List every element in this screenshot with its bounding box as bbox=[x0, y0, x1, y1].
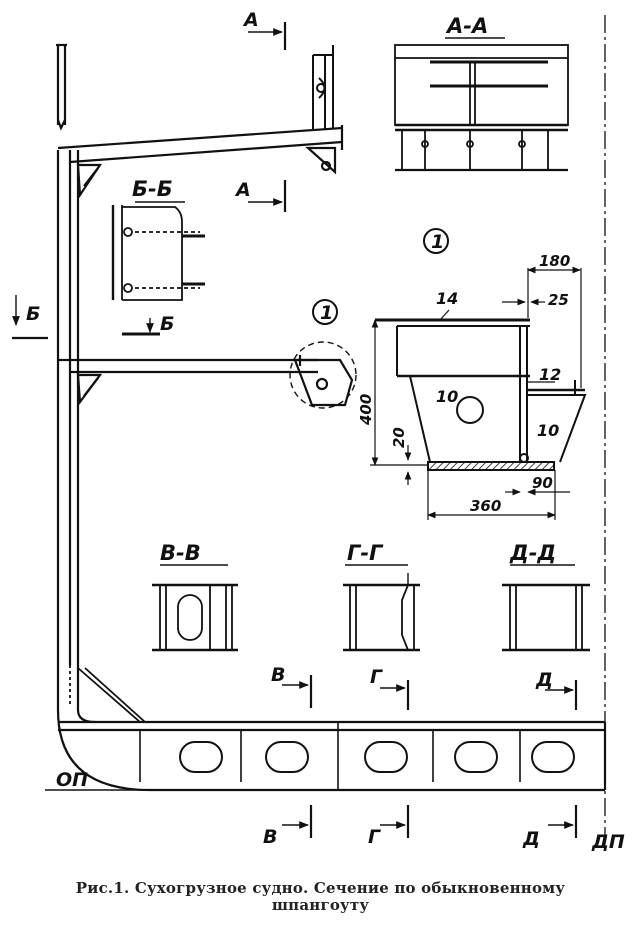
detail-1-drawing bbox=[375, 318, 587, 471]
baseline-label: ОП bbox=[56, 769, 88, 791]
dim-height: 400 bbox=[357, 394, 375, 426]
cut-mark-v-top: В bbox=[271, 664, 285, 686]
section-title-underlines bbox=[135, 37, 575, 566]
section-label-v-v: В-В bbox=[160, 541, 201, 565]
section-d-d-drawing bbox=[502, 583, 590, 652]
thickness-top-plate: 14 bbox=[436, 289, 458, 308]
caption-line-1: Рис.1. Сухогрузное судно. Сечение по обы… bbox=[75, 879, 566, 897]
figure-caption: Рис.1. Сухогрузное судно. Сечение по обы… bbox=[20, 880, 621, 914]
thickness-flange: 12 bbox=[539, 365, 561, 384]
section-label-b-b: Б-Б bbox=[132, 177, 173, 201]
lightening-holes bbox=[179, 741, 575, 773]
cut-mark-a-lower: А bbox=[234, 179, 251, 201]
cut-mark-a-top: А bbox=[242, 9, 259, 31]
detail-marker-circle bbox=[312, 299, 338, 325]
dim-gap: 20 bbox=[390, 427, 408, 448]
cut-mark-g-bottom: Г bbox=[368, 826, 381, 848]
bilge-bracket bbox=[69, 665, 146, 723]
cut-mark-b-left: Б bbox=[26, 303, 40, 325]
section-b-b-drawing bbox=[111, 205, 205, 336]
section-label-a-a: А-А bbox=[445, 14, 488, 38]
double-bottom bbox=[45, 720, 607, 792]
cut-mark-g-top: Г bbox=[370, 666, 383, 688]
cut-mark-b-small: Б bbox=[160, 313, 174, 335]
lower-deck-beam bbox=[58, 341, 357, 409]
caption-line-2: шпангоуту bbox=[271, 896, 370, 914]
side-frame bbox=[56, 43, 151, 792]
upper-deck-beam bbox=[57, 125, 344, 199]
centerline-label: ДП bbox=[591, 831, 625, 853]
detail-marker-label: 1 bbox=[320, 302, 333, 324]
cut-mark-d-top: Д bbox=[535, 669, 553, 691]
detail-marker-label: 1 bbox=[431, 231, 444, 253]
cut-mark-v-bottom: В bbox=[263, 826, 277, 848]
dim-width-top: 180 bbox=[539, 252, 570, 270]
upper-side-girder bbox=[312, 45, 334, 130]
dim-offset-bottom: 90 bbox=[532, 474, 553, 492]
section-label-d-d: Д-Д bbox=[509, 541, 556, 565]
cut-mark-lines bbox=[12, 22, 578, 838]
floor-stiffeners bbox=[139, 730, 521, 782]
section-v-v-drawing bbox=[152, 583, 238, 652]
detail-1-dimension-lines bbox=[370, 266, 582, 520]
section-a-a-drawing bbox=[394, 44, 569, 172]
thickness-bracket: 10 bbox=[537, 421, 559, 440]
section-label-g-g: Г-Г bbox=[347, 541, 384, 565]
thickness-web: 10 bbox=[436, 387, 458, 406]
section-g-g-drawing bbox=[343, 583, 420, 652]
detail-marker-circle bbox=[423, 228, 449, 254]
cut-mark-d-bottom: Д bbox=[522, 828, 540, 850]
dim-offset-top: 25 bbox=[548, 291, 569, 309]
dim-width-bottom: 360 bbox=[470, 497, 501, 515]
